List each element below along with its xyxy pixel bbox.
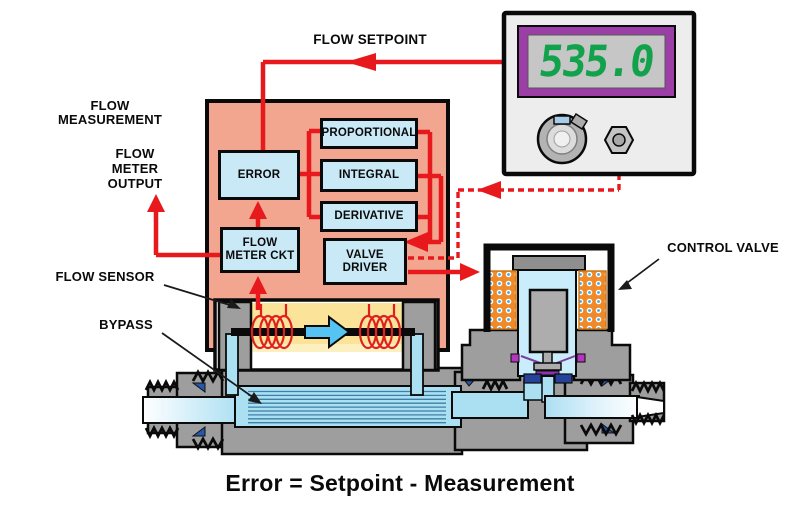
valve-inlet-channel [451, 391, 529, 419]
knob-tab-icon [569, 112, 589, 131]
flow-measurement-label: FLOW MEASUREMENT [57, 98, 163, 127]
valve-pad [535, 370, 560, 376]
valve-seal-right [576, 353, 586, 363]
control-valve-assembly [460, 243, 632, 384]
flow-setpoint-label: FLOW SETPOINT [313, 32, 427, 47]
solenoid-coil-left [488, 270, 517, 330]
valve-frame [483, 243, 615, 332]
setpoint-knob [536, 112, 589, 165]
valve-seal-left [510, 353, 520, 363]
knob-indicator-icon [553, 115, 571, 125]
flow-meter-output-label: FLOW METER OUTPUT [107, 146, 163, 191]
valve-driver-block: VALVE DRIVER [323, 238, 407, 285]
flow-direction-arrow-icon [304, 315, 351, 349]
display-override-arrow-icon [477, 181, 501, 199]
proportional-block: PROPORTIONAL [320, 118, 418, 149]
pid-output-arrow-icon [404, 232, 428, 252]
setpoint-display [501, 10, 697, 177]
outlet-tip [636, 395, 665, 419]
sensor-coil-leads [259, 304, 396, 316]
valve-cap [512, 255, 586, 271]
flow-meter-ckt-block: FLOW METER CKT [220, 227, 300, 273]
signal-wiring [147, 53, 621, 310]
bypass-label: BYPASS [99, 317, 153, 332]
valve-seat-right [554, 373, 573, 384]
valve-stem-foot [533, 362, 562, 371]
pid-to-driver-wire [418, 129, 444, 245]
solenoid-coil-right [578, 270, 607, 330]
valve-plunger [528, 288, 569, 354]
valve-seat-left [523, 373, 542, 384]
meter-output-wire [153, 212, 220, 258]
label-pointers [161, 258, 660, 404]
flow-sensor-pointer [163, 284, 234, 307]
flow-sensor-label: FLOW SENSOR [55, 269, 155, 284]
bypass-pointer [161, 332, 255, 399]
mounting-nut-icon [603, 126, 635, 154]
capillary-right [410, 333, 424, 396]
setpoint-arrow-icon [346, 53, 376, 71]
valve-stem [542, 351, 553, 365]
derivative-block: DERIVATIVE [320, 201, 418, 232]
control-valve-label: CONTROL VALVE [667, 240, 779, 255]
equation-caption: Error = Setpoint - Measurement [225, 470, 575, 496]
inlet-channel [142, 396, 241, 424]
flow-body [142, 366, 666, 456]
meter-to-error-arrow-icon [249, 201, 267, 219]
lcd-screen [527, 34, 666, 89]
error-to-pid-wire [300, 128, 320, 220]
error-block: ERROR [218, 150, 300, 200]
setpoint-wire [260, 59, 504, 150]
sensor-to-meter-arrow-icon [249, 276, 267, 294]
display-override-wire [408, 176, 621, 260]
lcd-readout: 535.0 [536, 37, 656, 87]
driver-to-valve-arrow-icon [460, 263, 480, 281]
outlet-channel [544, 395, 640, 419]
control-valve-pointer [626, 258, 660, 284]
integral-block: INTEGRAL [320, 159, 418, 192]
sensor-housing [213, 298, 440, 396]
meter-output-arrow-icon [147, 194, 165, 212]
